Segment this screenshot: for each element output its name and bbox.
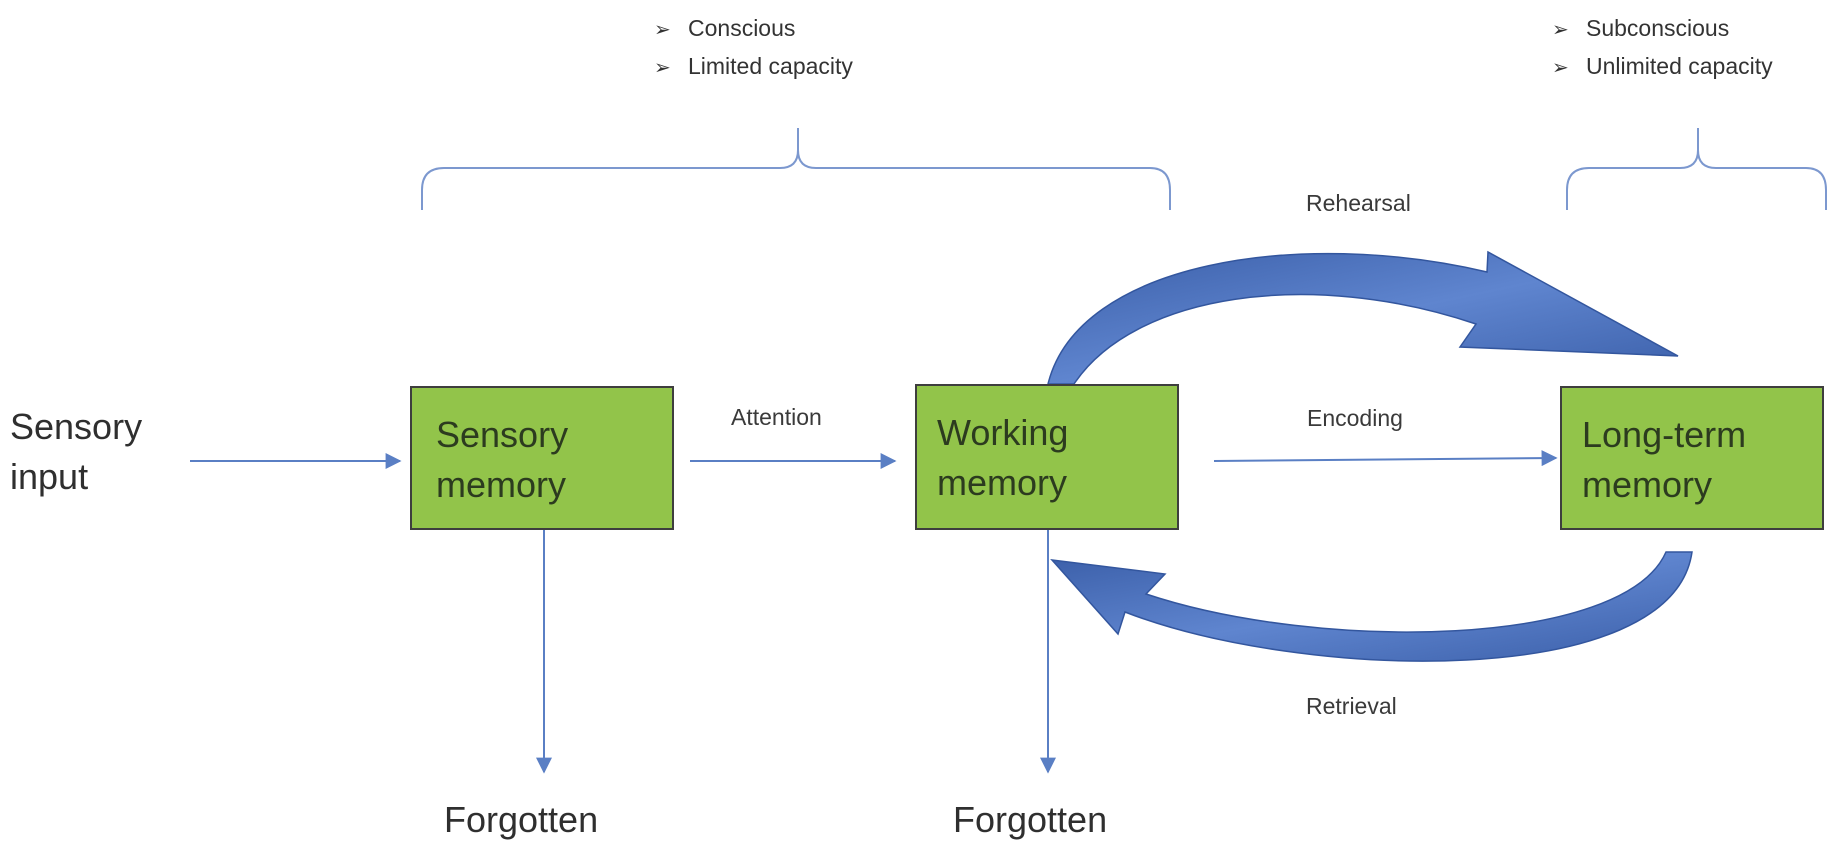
working-memory-line-1: Working [937,412,1069,453]
long-term-memory-line-1: Long-term [1582,414,1747,455]
sensory-memory-box: Sensory memory [410,386,674,530]
subconscious-item-text: Unlimited capacity [1586,53,1773,79]
arrow-bullet-icon: ➢ [1552,19,1569,41]
sensory-input-line-1: Sensory [10,406,143,447]
retrieval-arrow [1050,551,1693,662]
conscious-annotation-item: ➢ Conscious [654,10,853,48]
conscious-item-text: Limited capacity [688,53,853,79]
sensory-memory-line-1: Sensory [436,414,569,455]
rehearsal-label: Rehearsal [1306,190,1411,216]
sensory-memory-line-2: memory [436,464,567,505]
encoding-label: Encoding [1307,405,1403,431]
rehearsal-arrow [1047,250,1679,385]
conscious-annotation: ➢ Conscious ➢ Limited capacity [654,10,853,86]
subconscious-annotation: ➢ Subconscious ➢ Unlimited capacity [1552,10,1773,86]
working-memory-box: Working memory [915,384,1179,530]
subconscious-item-text: Subconscious [1586,15,1730,41]
attention-label: Attention [731,404,822,430]
long-term-memory-line-2: memory [1582,464,1713,505]
sensory-input-line-2: input [10,456,89,497]
subconscious-annotation-item: ➢ Subconscious [1552,10,1773,48]
encoding-arrow [1213,450,1558,467]
working-memory-line-2: memory [937,462,1068,503]
forgotten-working-label: Forgotten [953,799,1108,840]
arrow-bullet-icon: ➢ [1552,57,1569,79]
conscious-annotation-item: ➢ Limited capacity [654,48,853,86]
forgotten-sensory-label: Forgotten [444,799,599,840]
conscious-bracket [421,128,1171,210]
arrow-bullet-icon: ➢ [654,19,671,41]
long-term-memory-box: Long-term memory [1560,386,1824,530]
subconscious-bracket [1566,128,1827,210]
conscious-item-text: Conscious [688,15,796,41]
retrieval-label: Retrieval [1306,693,1397,719]
arrow-bullet-icon: ➢ [654,57,671,79]
sensory-input-label: Sensory input [10,402,142,502]
subconscious-annotation-item: ➢ Unlimited capacity [1552,48,1773,86]
